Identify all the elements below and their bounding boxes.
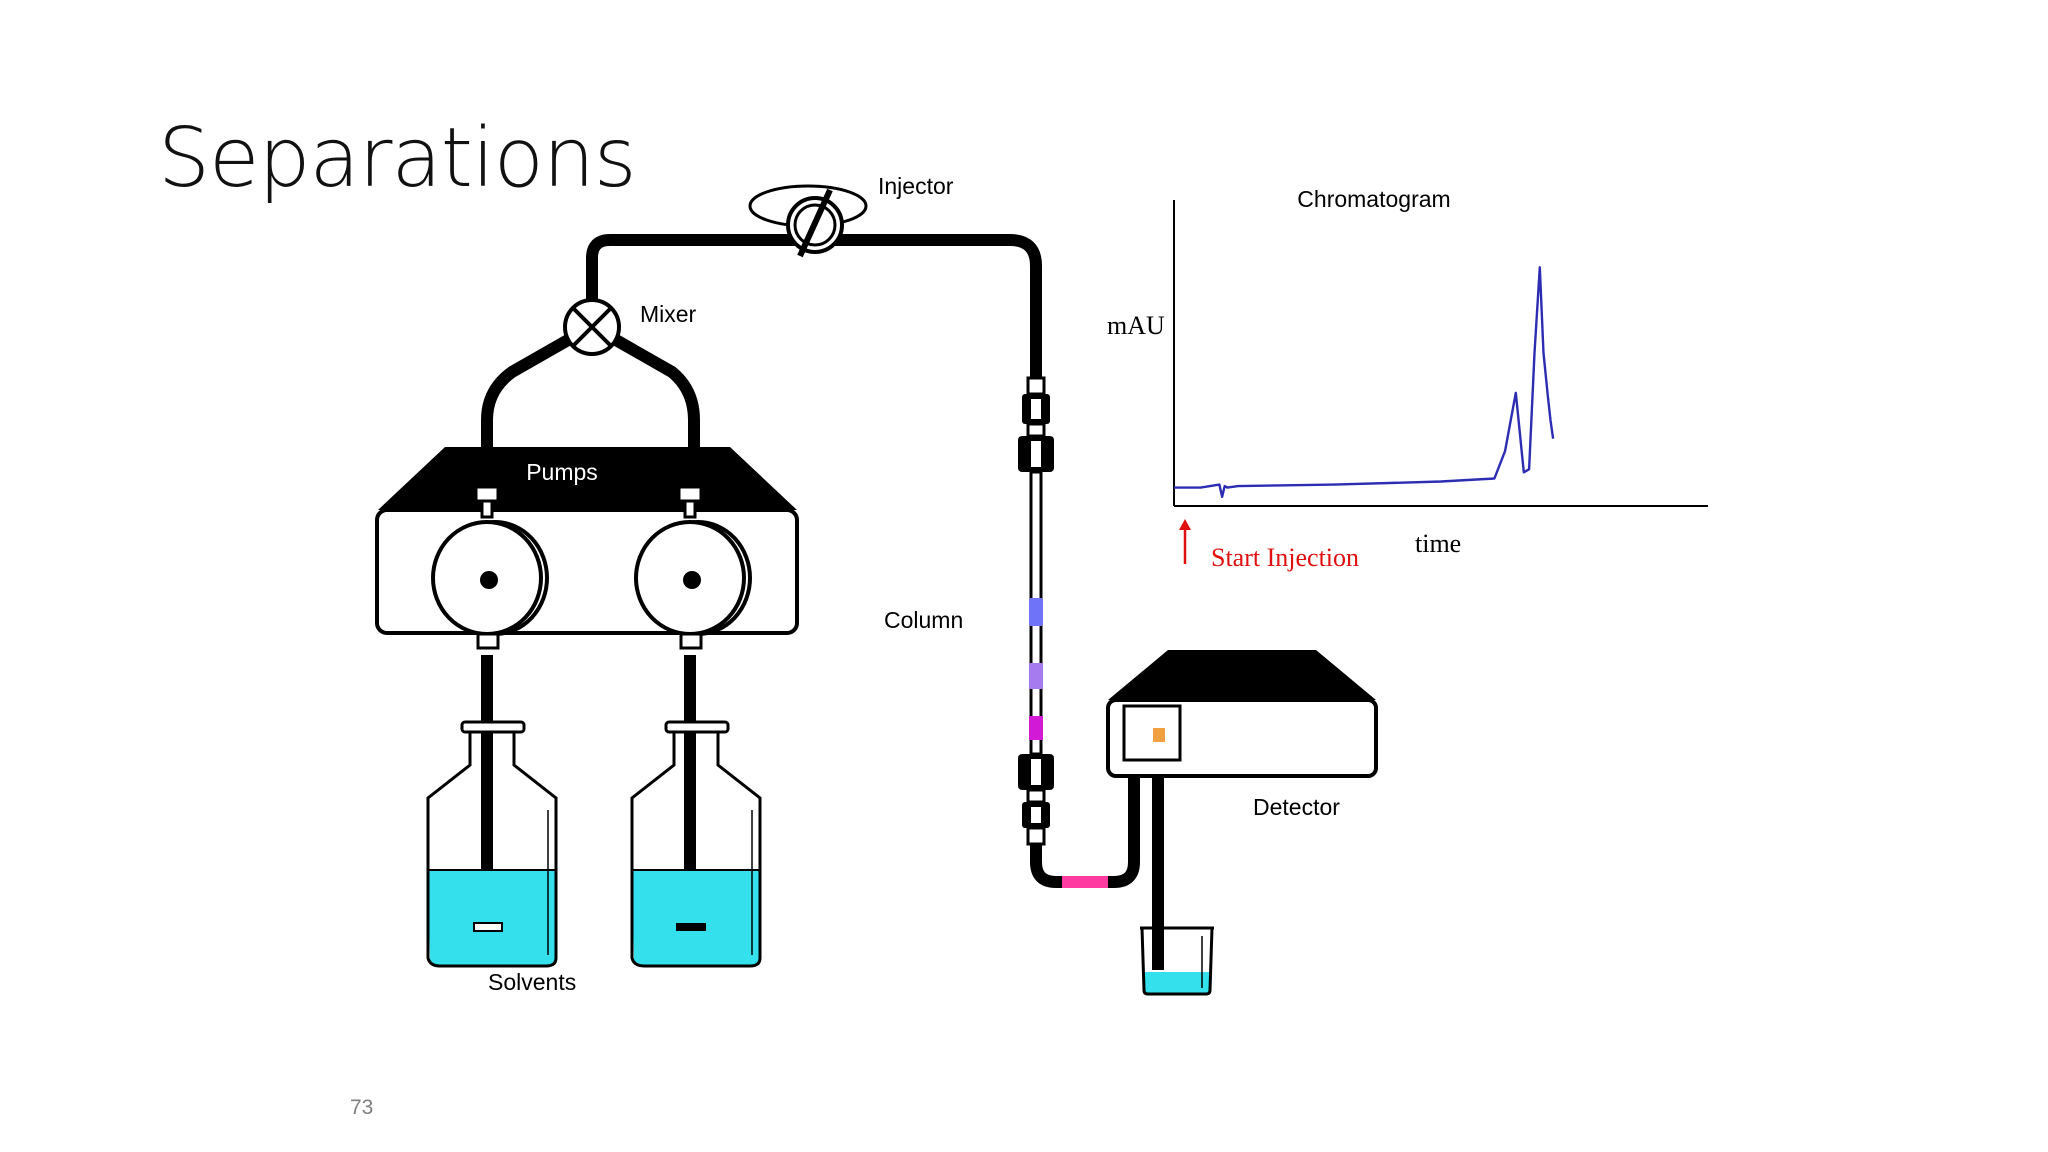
column-label: Column [884, 607, 963, 633]
outlet-band [1062, 876, 1108, 888]
injector-label: Injector [878, 173, 954, 199]
chromatogram-title: Chromatogram [1297, 186, 1450, 212]
right-pump-head [634, 485, 752, 650]
start-injection-arrow [1179, 519, 1191, 564]
left-pump-head [431, 485, 549, 650]
injector-valve[interactable] [748, 184, 868, 258]
tube-mixer-to-left-pump [481, 334, 571, 448]
column-band-3 [1029, 716, 1043, 740]
mixer-label: Mixer [640, 301, 697, 327]
chromatogram-trace [1174, 266, 1555, 498]
detector-window [1122, 704, 1182, 762]
pumps-label: Pumps [526, 459, 598, 485]
tube-mixer-to-right-pump [613, 334, 700, 448]
right-solvent-bottle [630, 720, 762, 968]
column-band-2 [1029, 663, 1043, 689]
detector-label: Detector [1253, 794, 1340, 820]
detector-unit [1106, 650, 1378, 778]
solvents-label: Solvents [488, 969, 576, 995]
detector-cell [1153, 728, 1165, 742]
chromatogram-x-label: time [1415, 529, 1461, 558]
slide-title: Separations [158, 111, 637, 206]
column [1018, 376, 1054, 846]
start-injection-label: Start Injection [1211, 543, 1359, 572]
waste-beaker [1140, 926, 1214, 996]
chromatogram: Chromatogram mAU time Start Injection [1107, 186, 1708, 572]
mixer-icon [563, 298, 621, 356]
column-band-1 [1029, 598, 1043, 626]
left-solvent-bottle [426, 720, 558, 968]
pumps-unit [375, 447, 799, 650]
chromatogram-y-label: mAU [1107, 311, 1165, 340]
page-number: 73 [350, 1096, 374, 1119]
